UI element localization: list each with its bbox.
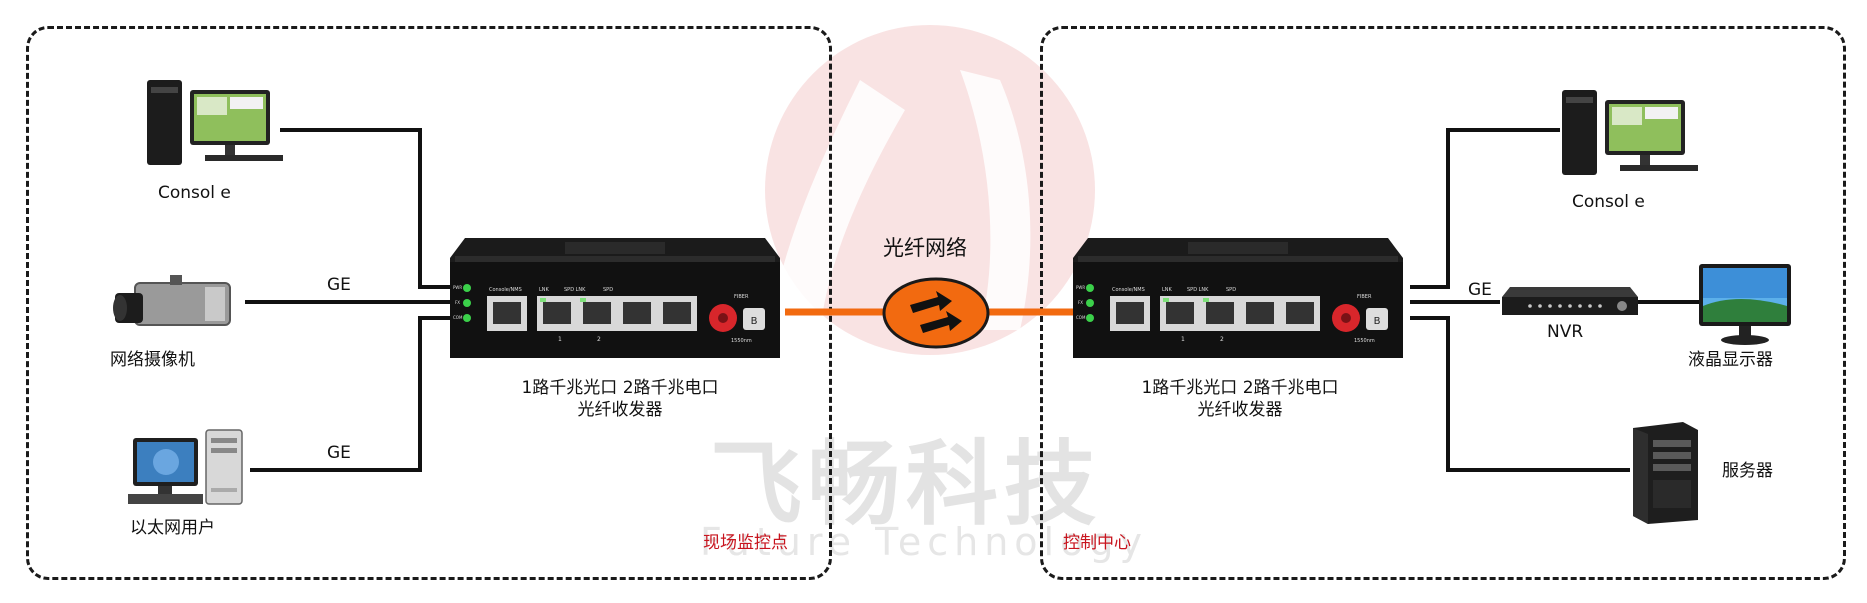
lcd-monitor-icon: [1699, 264, 1791, 345]
line-console-right: [1410, 128, 1560, 289]
transceiver-left-led-pwr: PWR: [453, 285, 463, 290]
transceiver-right-port-label-lnk: LNK: [1162, 287, 1172, 293]
transceiver-left-led-fx: FX: [455, 300, 461, 305]
console-label-right: Consol e: [1572, 192, 1645, 212]
camera-label: 网络摄像机: [110, 350, 195, 370]
left-zone-label: 现场监控点: [703, 533, 788, 553]
transceiver-left-caption-line2: 光纤收发器: [577, 400, 663, 420]
transceiver-right-port-label-fiber: FIBER: [1357, 294, 1372, 300]
nvr-label: NVR: [1547, 322, 1584, 342]
transceiver-left-wavelength: 1550nm: [731, 338, 752, 344]
right-zone-label: 控制中心: [1063, 533, 1131, 553]
ge-label-camera: GE: [327, 275, 351, 295]
transceiver-left-port-label-spd: SPD: [603, 287, 614, 293]
svg-text:B: B: [751, 316, 758, 327]
console-label-left: Consol e: [158, 183, 231, 203]
ge-label-ethernet: GE: [327, 443, 351, 463]
transceiver-right-led-pwr: PWR: [1076, 285, 1086, 290]
transceiver-right: B: [1073, 238, 1403, 358]
watermark-en: Future Technology: [700, 520, 1148, 564]
fiber-network-icon: [882, 277, 990, 349]
transceiver-right-caption: 1路千兆光口 2路千兆电口 光纤收发器: [1125, 377, 1355, 421]
camera-icon: [113, 275, 231, 326]
transceiver-right-led-com: COM: [1076, 315, 1086, 320]
transceiver-left-port-label-spdlnk: SPD LNK: [564, 287, 586, 293]
transceiver-right-port-number-1: 1: [1181, 336, 1185, 343]
transceiver-right-wavelength: 1550nm: [1354, 338, 1375, 344]
transceiver-right-caption-line2: 光纤收发器: [1197, 400, 1283, 420]
transceiver-left-led-com: COM: [453, 315, 463, 320]
transceiver-right-port-label-spdlnk: SPD LNK: [1187, 287, 1209, 293]
line-console-left: [280, 128, 455, 289]
transceiver-left-caption-line1: 1路千兆光口 2路千兆电口: [521, 378, 719, 398]
ethernet-user-label: 以太网用户: [130, 518, 215, 538]
server-label: 服务器: [1722, 461, 1773, 481]
transceiver-right-port-label-spd: SPD: [1226, 287, 1237, 293]
transceiver-left-port-label-fiber: FIBER: [734, 294, 749, 300]
console-pc-icon-left: [147, 80, 283, 165]
transceiver-right-caption-line1: 1路千兆光口 2路千兆电口: [1141, 378, 1339, 398]
transceiver-left-port-label-console: Console/NMS: [489, 287, 522, 293]
transceiver-left-caption: 1路千兆光口 2路千兆电口 光纤收发器: [505, 377, 735, 421]
ethernet-user-pc-icon: [128, 429, 243, 505]
transceiver-left-port-label-lnk: LNK: [539, 287, 549, 293]
watermark-cn: 飞畅科技: [710, 431, 1103, 538]
lcd-label: 液晶显示器: [1688, 350, 1773, 370]
ge-label-nvr: GE: [1468, 280, 1492, 300]
line-server: [1410, 316, 1630, 472]
transceiver-left-port-number-2: 2: [597, 336, 601, 343]
transceiver-left: B: [450, 238, 780, 358]
transceiver-right-port-number-2: 2: [1220, 336, 1224, 343]
line-ethernet-user: [250, 316, 455, 472]
server-icon: [1633, 422, 1698, 524]
fiber-network-label: 光纤网络: [883, 236, 967, 260]
transceiver-right-port-label-console: Console/NMS: [1112, 287, 1145, 293]
svg-text:B: B: [1374, 316, 1381, 327]
transceiver-right-led-fx: FX: [1078, 300, 1084, 305]
console-pc-icon-right: [1562, 90, 1698, 175]
nvr-icon: [1502, 287, 1638, 315]
right-zone-border: [1040, 26, 1846, 580]
left-zone-border: [26, 26, 832, 580]
transceiver-left-port-number-1: 1: [558, 336, 562, 343]
